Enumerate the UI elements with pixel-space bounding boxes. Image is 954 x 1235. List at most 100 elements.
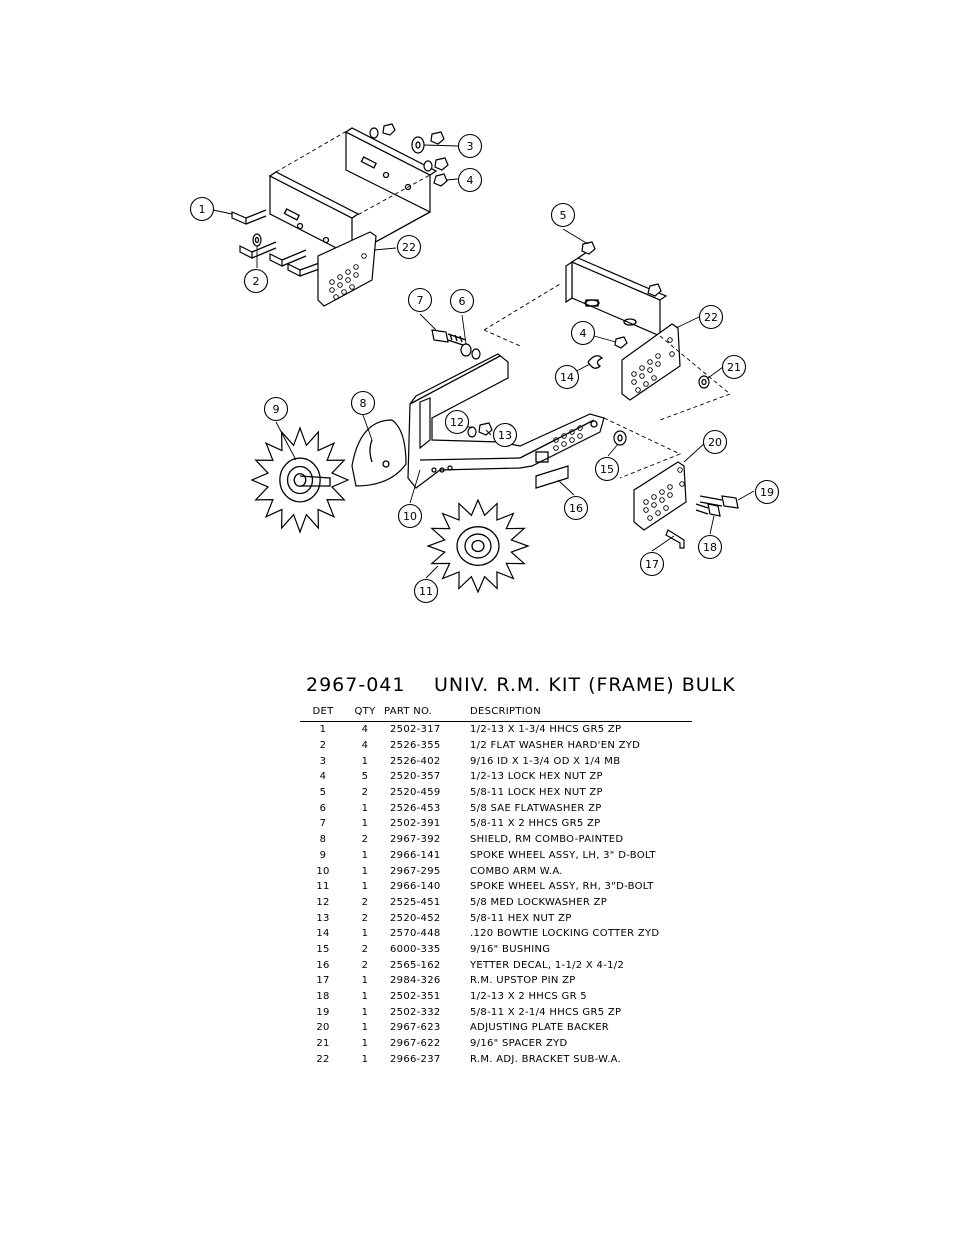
cell-part-no: 2966-140: [390, 881, 441, 893]
callout-label: 5: [560, 209, 567, 222]
kit-number: 2967-041: [306, 674, 406, 696]
cell-part-no: 2502-391: [390, 818, 441, 830]
cell-det: 8: [319, 834, 327, 846]
callout-19: 19: [754, 479, 780, 505]
callout-22: 22: [698, 304, 724, 330]
callout-label: 9: [273, 403, 280, 416]
cell-qty: 4: [361, 740, 369, 752]
header-det: DET: [300, 704, 346, 722]
callout-circle: [397, 503, 423, 529]
cell-qty: 2: [361, 787, 369, 799]
adjusting-plate-backer: [633, 461, 739, 549]
callout-label: 4: [580, 327, 587, 340]
header-part-no: PART NO.: [384, 704, 470, 722]
callout-label: 20: [708, 436, 722, 449]
cell-description: R.M. UPSTOP PIN ZP: [470, 975, 576, 987]
cell-qty: 1: [361, 1053, 369, 1065]
callout-circle: [457, 133, 483, 159]
cell-description: SPOKE WHEEL ASSY, RH, 3"D-BOLT: [470, 881, 654, 893]
callout-circle: [350, 390, 376, 416]
callout-circle: [413, 578, 439, 604]
callout-circle: [263, 396, 289, 422]
callout-circle: [754, 479, 780, 505]
cell-det: 15: [316, 943, 330, 955]
cell-qty: 2: [361, 896, 369, 908]
header-qty: QTY: [346, 704, 384, 722]
cell-part-no: 2967-623: [390, 1022, 441, 1034]
cell-description: 5/8-11 LOCK HEX NUT ZP: [470, 787, 603, 799]
callout-21: 21: [721, 354, 747, 380]
cell-det: 20: [316, 1022, 330, 1034]
cell-qty: 1: [361, 1038, 369, 1050]
callout-label: 8: [360, 397, 367, 410]
callout-15: 15: [594, 456, 620, 482]
callout-label: 16: [569, 502, 583, 515]
callout-12: 12: [444, 409, 470, 435]
cell-part-no: 2520-452: [390, 912, 441, 924]
callout-circle: [563, 495, 589, 521]
callout-label: 13: [498, 429, 512, 442]
cell-description: COMBO ARM W.A.: [470, 865, 563, 877]
cell-description: 9/16" BUSHING: [470, 943, 551, 955]
cell-part-no: 2502-317: [390, 724, 441, 736]
callout-label: 4: [467, 174, 474, 187]
cell-det: 5: [319, 787, 327, 799]
callout-circle: [243, 268, 269, 294]
callout-circle: [594, 456, 620, 482]
callout-circle: [407, 287, 433, 313]
cell-det: 1: [319, 724, 327, 736]
callout-18: 18: [697, 534, 723, 560]
cell-det: 21: [316, 1038, 330, 1050]
callout-6: 6: [449, 288, 475, 314]
cell-det: 16: [316, 959, 330, 971]
cell-description: .120 BOWTIE LOCKING COTTER ZYD: [470, 928, 660, 940]
callout-circle: [570, 320, 596, 346]
spoke-wheel-rh: [426, 498, 530, 594]
cell-qty: 2: [361, 834, 369, 846]
cell-det: 3: [319, 755, 327, 767]
cell-part-no: 2526-453: [390, 802, 441, 814]
callout-circle: [697, 534, 723, 560]
cell-qty: 1: [361, 1006, 369, 1018]
callout-9: 9: [263, 396, 289, 422]
cell-part-no: 2526-355: [390, 740, 441, 752]
callout-circle: [492, 422, 518, 448]
callout-label: 14: [560, 371, 574, 384]
cell-det: 11: [316, 881, 330, 893]
cell-qty: 1: [361, 928, 369, 940]
cell-qty: 1: [361, 849, 369, 861]
cell-part-no: 2967-622: [390, 1038, 441, 1050]
callout-4: 4: [570, 320, 596, 346]
callout-circle: [721, 354, 747, 380]
cell-part-no: 2984-326: [390, 975, 441, 987]
cell-det: 18: [316, 991, 330, 1003]
callout-circle: [449, 288, 475, 314]
cell-part-no: 2966-237: [390, 1053, 441, 1065]
callout-label: 2: [253, 275, 260, 288]
cell-description: 5/8 SAE FLATWASHER ZP: [470, 802, 602, 814]
callout-circle: [189, 196, 215, 222]
cell-det: 17: [316, 975, 330, 987]
callout-label: 19: [760, 486, 774, 499]
cell-qty: 1: [361, 818, 369, 830]
cell-description: 1/2-13 X 2 HHCS GR 5: [470, 991, 587, 1003]
cell-qty: 1: [361, 755, 369, 767]
cell-qty: 1: [361, 991, 369, 1003]
callout-16: 16: [563, 495, 589, 521]
parts-table-header: DET QTY PART NO. DESCRIPTION: [300, 704, 692, 722]
cell-description: 5/8 MED LOCKWASHER ZP: [470, 896, 608, 908]
kit-name: UNIV. R.M. KIT (FRAME) BULK: [434, 674, 736, 696]
cell-part-no: 2520-459: [390, 787, 441, 799]
shield: [351, 419, 407, 487]
